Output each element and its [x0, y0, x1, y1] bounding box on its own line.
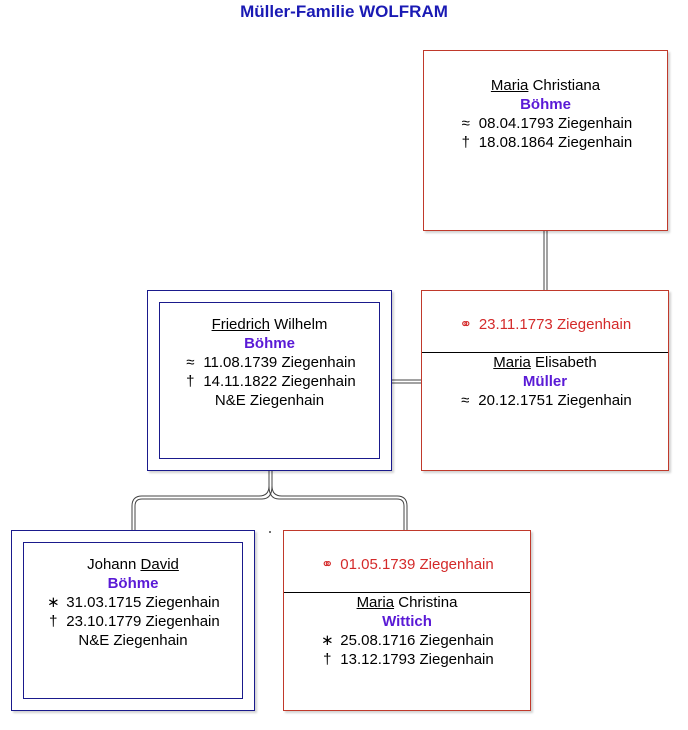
person-note: N&E Ziegenhain: [78, 632, 188, 649]
inner-frame: [23, 542, 243, 699]
birth-icon: ∗: [46, 594, 60, 611]
death-event: †13.12.1793 Ziegenhain: [284, 650, 530, 669]
person-surname: Böhme: [244, 335, 295, 352]
page-title: Müller-Familie WOLFRAM: [240, 2, 448, 21]
death-event: †18.08.1864 Ziegenhain: [424, 133, 667, 152]
death-event: †23.10.1779 Ziegenhain: [12, 612, 254, 631]
death-icon: †: [49, 613, 58, 630]
person-name: Maria Elisabeth: [493, 354, 597, 371]
connector-dot: [269, 531, 271, 533]
person-name: Maria Christina: [356, 594, 458, 611]
person-box-friedrich-wilhelm[interactable]: Friedrich Wilhelm Böhme ≈11.08.1739 Zieg…: [147, 290, 392, 471]
baptism-event: ≈08.04.1793 Ziegenhain: [424, 114, 667, 133]
death-icon: †: [323, 651, 332, 668]
birth-event: ∗31.03.1715 Ziegenhain: [46, 594, 220, 611]
birth-icon: ∗: [320, 632, 334, 649]
person-box-maria-christiana[interactable]: Maria Christiana Böhme ≈08.04.1793 Ziege…: [423, 50, 668, 231]
person-surname: Böhme: [520, 96, 571, 113]
death-icon: †: [186, 373, 195, 390]
person-name: Maria Christiana: [490, 77, 601, 94]
baptism-icon: ≈: [461, 392, 470, 409]
death-event: †14.11.1822 Ziegenhain: [148, 372, 391, 391]
person-note: N&E Ziegenhain: [214, 392, 325, 409]
marriage-event: ⚭01.05.1739 Ziegenhain: [320, 556, 494, 573]
marriage-rings-icon: ⚭: [320, 556, 334, 573]
baptism-event: ≈11.08.1739 Ziegenhain: [148, 353, 391, 372]
person-box-maria-christina[interactable]: ⚭01.05.1739 Ziegenhain Maria Christina W…: [283, 530, 531, 711]
person-box-maria-elisabeth[interactable]: ⚭23.11.1773 Ziegenhain Maria Elisabeth M…: [421, 290, 669, 471]
person-surname: Wittich: [382, 613, 432, 630]
baptism-icon: ≈: [186, 354, 195, 371]
divider: [284, 592, 530, 593]
baptism-event: ≈20.12.1751 Ziegenhain: [422, 391, 668, 410]
inner-frame: [159, 302, 380, 459]
baptism-icon: ≈: [461, 115, 470, 132]
marriage-event: ⚭23.11.1773 Ziegenhain: [459, 316, 632, 333]
divider: [422, 352, 668, 353]
person-box-johann-david[interactable]: Johann David Böhme ∗31.03.1715 Ziegenhai…: [11, 530, 255, 711]
death-icon: †: [461, 134, 470, 151]
birth-event: ∗25.08.1716 Ziegenhain: [320, 632, 494, 649]
person-name: Friedrich Wilhelm: [211, 316, 328, 333]
person-name: Johann David: [87, 556, 179, 573]
person-surname: Böhme: [107, 575, 159, 592]
marriage-rings-icon: ⚭: [459, 316, 473, 333]
person-surname: Müller: [522, 373, 568, 390]
